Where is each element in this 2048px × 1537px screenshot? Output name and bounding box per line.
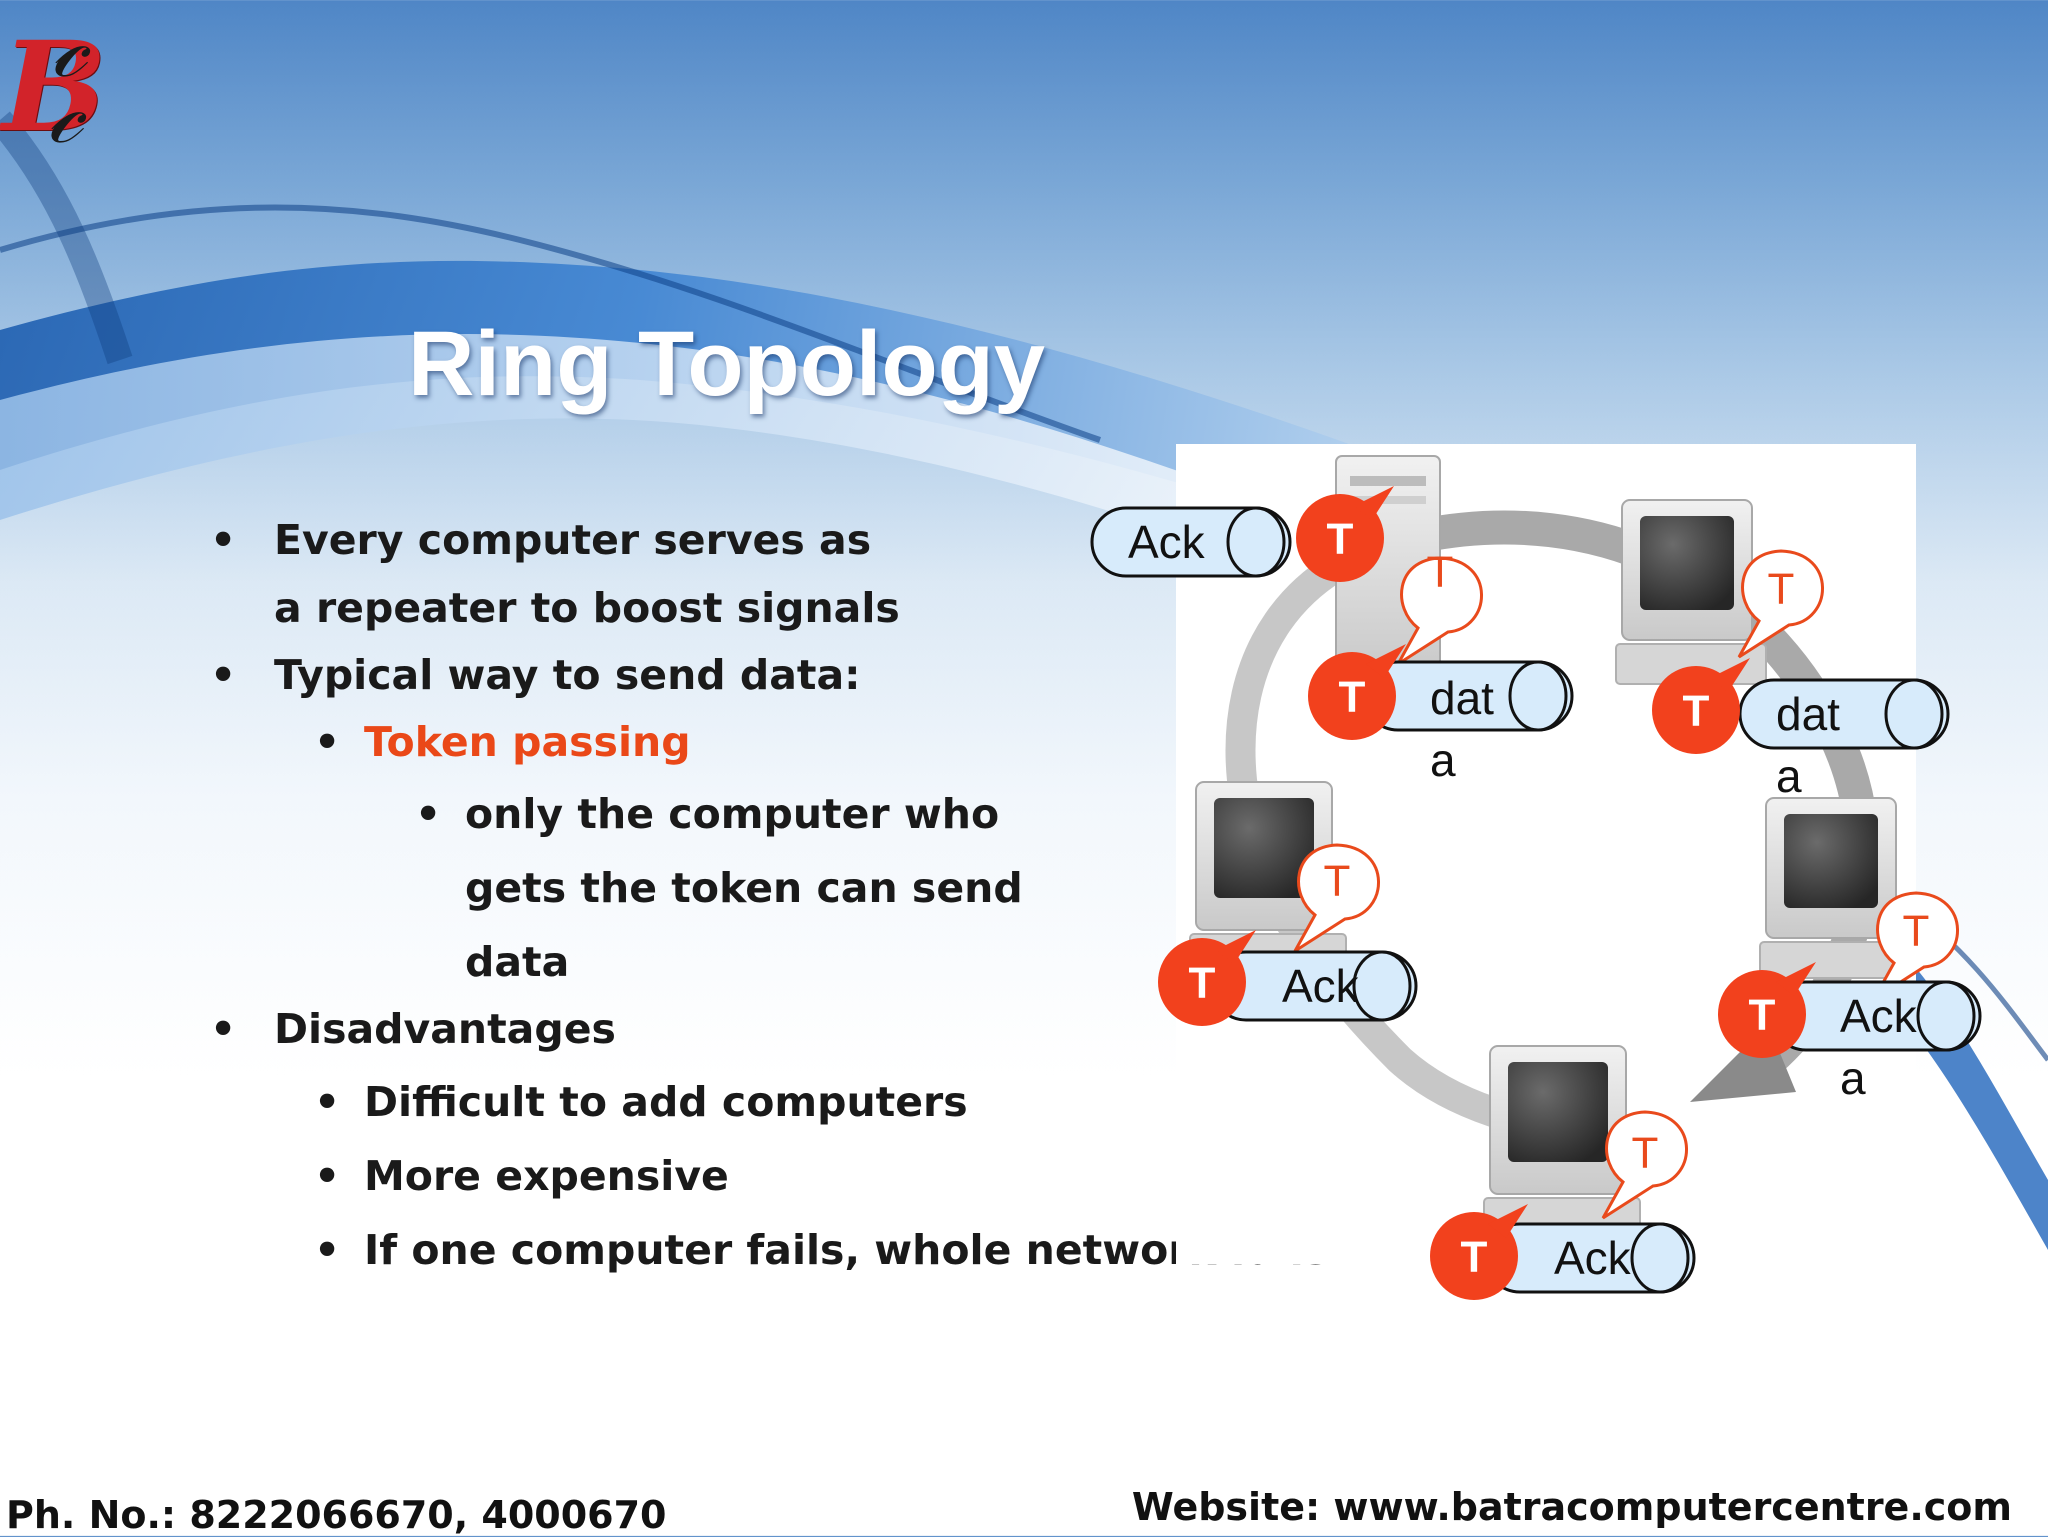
- packet: dat a: [1738, 678, 1950, 802]
- token-bubble: T: [1872, 891, 1959, 1001]
- bullet-marker: •: [210, 1005, 237, 1053]
- token-bubble: T: [1396, 547, 1483, 666]
- logo: B 𝒸 𝒸: [0, 4, 130, 178]
- token-bubble-label: T: [1324, 856, 1351, 905]
- token-bubble-label: T: [1632, 1128, 1659, 1177]
- token-bubble-label: T: [1427, 547, 1454, 596]
- packet-label-wrap: a: [1776, 750, 1802, 802]
- bullet-marker: •: [210, 651, 237, 699]
- bullet-item: • Disadvantages: [210, 995, 616, 1063]
- token-disc-label: T: [1683, 686, 1710, 735]
- bullet-text: More expensive: [364, 1152, 729, 1200]
- token-packet-group: T Ack T: [1090, 486, 1483, 666]
- bullet-item: • Every computer serves as: [210, 506, 872, 574]
- bullet-marker: •: [314, 1078, 341, 1126]
- token-bubble: T: [1293, 843, 1380, 953]
- bullet-text: data: [465, 938, 570, 986]
- bullet-text: Token passing: [364, 718, 691, 766]
- bullet-continuation: data: [465, 928, 569, 996]
- token-bubble-label: T: [1903, 906, 1930, 955]
- bullet-text: only the computer who: [465, 790, 1000, 838]
- token-disc: T: [1158, 930, 1256, 1026]
- slide-title: Ring Topology: [408, 313, 1046, 415]
- bullet-marker: •: [314, 1226, 341, 1274]
- bullet-marker: •: [210, 516, 237, 564]
- token-bubble: T: [1601, 1110, 1688, 1220]
- token-disc: T: [1308, 644, 1406, 740]
- packet: Ack: [1484, 1222, 1696, 1294]
- token-disc: T: [1430, 1204, 1528, 1300]
- footer-phone: Ph. No.: 8222066670, 4000670: [6, 1493, 667, 1537]
- token-disc-label: T: [1189, 958, 1216, 1007]
- footer-website: Website: www.batracomputercentre.com: [1131, 1485, 2012, 1529]
- bullet-text: If one computer fails, whole network fai…: [364, 1226, 1329, 1274]
- logo-script-upper: 𝒸: [52, 0, 87, 97]
- token-bubble: T: [1737, 549, 1824, 659]
- bullet-item: • Typical way to send data:: [210, 641, 861, 709]
- packet: Ack a: [1770, 980, 1982, 1104]
- bullet-text: a repeater to boost signals: [274, 584, 900, 632]
- token-packet-group: T dat a T: [1652, 549, 1950, 802]
- token-disc-label: T: [1749, 990, 1776, 1039]
- logo-script-lower: 𝒸: [48, 63, 83, 163]
- sub-sub-bullet-item: • only the computer who: [415, 780, 1000, 848]
- packet: dat a: [1362, 660, 1574, 786]
- packet-label: Ack: [1840, 990, 1918, 1042]
- bullet-text: Disadvantages: [274, 1005, 616, 1053]
- sub-bullet-item: • Difficult to add computers: [314, 1068, 968, 1136]
- bullet-text: Every computer serves as: [274, 516, 872, 564]
- bullet-text: Typical way to send data:: [274, 651, 861, 699]
- packet-label-wrap: a: [1840, 1052, 1866, 1104]
- token-packet-group: T Ack T: [1158, 891, 1959, 1026]
- bullet-continuation: a repeater to boost signals: [274, 574, 900, 642]
- sub-bullet-item: • If one computer fails, whole network f…: [314, 1216, 1329, 1284]
- bullet-continuation: gets the token can send: [465, 854, 1023, 922]
- bullet-marker: •: [314, 718, 341, 766]
- token-packet-group: T dat a T: [1293, 644, 1574, 953]
- bullet-text: gets the token can send: [465, 864, 1023, 912]
- token-disc-label: T: [1339, 672, 1366, 721]
- token-disc: T: [1652, 658, 1750, 754]
- token-disc-label: T: [1461, 1232, 1488, 1281]
- packet-label: dat: [1430, 672, 1494, 724]
- packet-label: Ack: [1282, 960, 1360, 1012]
- packet-label-wrap: a: [1430, 734, 1456, 786]
- packet-label: Ack: [1128, 516, 1206, 568]
- packet: Ack: [1210, 950, 1418, 1022]
- packet-label: Ack: [1554, 1232, 1632, 1284]
- logo-letter: B: [2, 15, 107, 160]
- packet-label: dat: [1776, 688, 1840, 740]
- token-packet-group: Ack T: [1430, 1204, 1696, 1300]
- token-disc: T: [1718, 962, 1816, 1058]
- packet: Ack: [1090, 506, 1292, 578]
- bullet-marker: •: [415, 790, 442, 838]
- token-disc-label: T: [1327, 514, 1354, 563]
- sub-bullet-item: • More expensive: [314, 1142, 729, 1210]
- token-packet-group: T Ack a T: [1601, 962, 1982, 1220]
- token-bubble-label: T: [1768, 564, 1795, 613]
- computer-right: [1759, 797, 1911, 979]
- token-disc: T: [1296, 486, 1394, 582]
- sub-bullet-item: • Token passing: [314, 708, 691, 776]
- bullet-marker: •: [314, 1152, 341, 1200]
- bullet-text: Difficult to add computers: [364, 1078, 968, 1126]
